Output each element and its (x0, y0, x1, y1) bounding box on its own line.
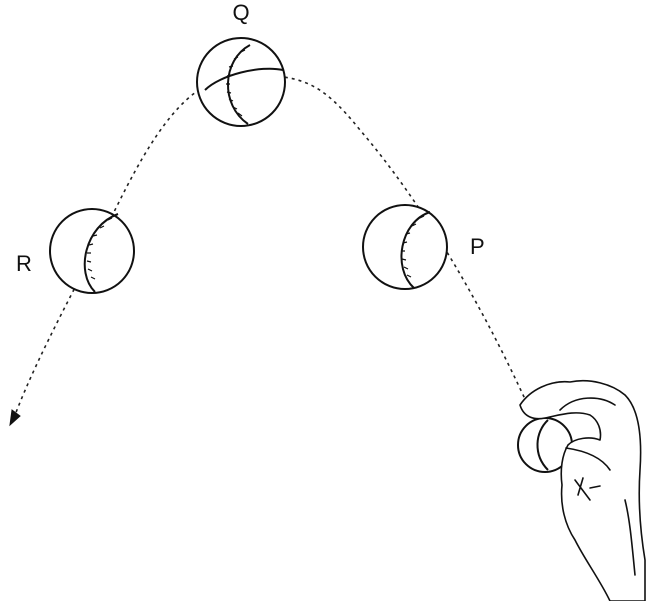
ball-r (49, 208, 135, 294)
throwing-hand-icon (517, 379, 646, 601)
ball-q (196, 37, 286, 127)
ball-p (362, 204, 448, 290)
label-p: P (470, 234, 485, 259)
label-r: R (16, 251, 32, 276)
label-q: Q (232, 0, 249, 25)
arrowhead-icon (9, 409, 21, 427)
